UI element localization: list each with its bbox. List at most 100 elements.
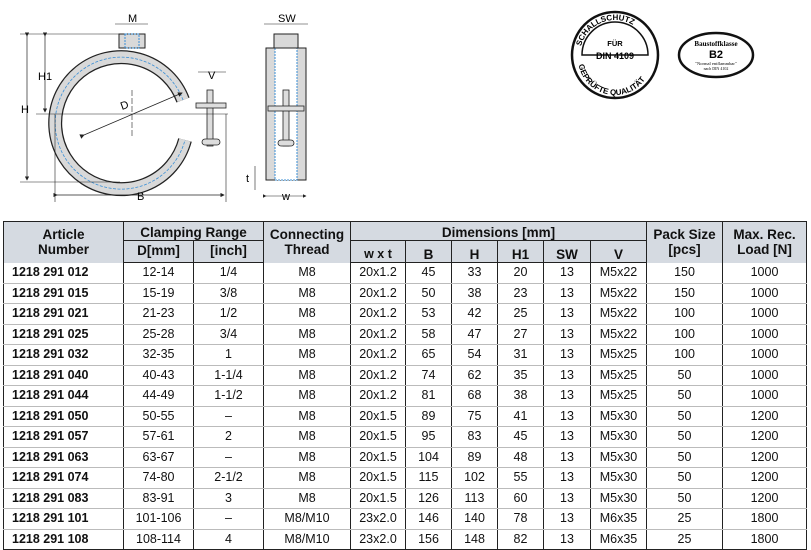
dim-label-sw: SW xyxy=(278,13,296,25)
article-number-cell: 1218 291 074 xyxy=(3,467,124,489)
pack-size-cell: 50 xyxy=(646,385,723,407)
max-load-cell: 1000 xyxy=(722,283,807,304)
dim-b-cell: 65 xyxy=(405,344,452,366)
dim-wxt-cell: 20x1.2 xyxy=(350,324,406,345)
dim-h1-cell: 31 xyxy=(497,344,544,366)
clamp-side-view: SW w t xyxy=(246,13,308,203)
clamping-d-mm-cell: 74-80 xyxy=(123,467,194,489)
seal-center-text: FÜR xyxy=(607,39,623,48)
max-load-cell: 1200 xyxy=(722,467,807,489)
clamping-d-mm-cell: 40-43 xyxy=(123,365,194,386)
dim-h1-cell: 82 xyxy=(497,529,544,550)
article-number-cell: 1218 291 025 xyxy=(3,324,124,345)
dim-h-cell: 102 xyxy=(451,467,498,489)
dim-h1-cell: 78 xyxy=(497,508,544,530)
max-load-cell: 1800 xyxy=(722,529,807,550)
header-d-mm: D[mm] xyxy=(123,240,194,263)
dim-v-cell: M5x30 xyxy=(590,406,647,427)
header-h: H xyxy=(451,240,498,263)
article-number-cell: 1218 291 032 xyxy=(3,344,124,366)
dim-wxt-cell: 20x1.2 xyxy=(350,283,406,304)
article-number-cell: 1218 291 015 xyxy=(3,283,124,304)
header-dimensions: Dimensions [mm] xyxy=(350,221,647,241)
dim-v-cell: M5x30 xyxy=(590,488,647,509)
dim-b-cell: 89 xyxy=(405,406,452,427)
dim-h-cell: 83 xyxy=(451,426,498,448)
certification-seals: SCHALLSCHUTZ GEPRÜFTE QUALITÄT FÜR DIN 4… xyxy=(570,10,755,100)
connecting-thread-cell: M8/M10 xyxy=(263,508,351,530)
article-number-cell: 1218 291 012 xyxy=(3,262,124,284)
pack-size-cell: 100 xyxy=(646,344,723,366)
clamping-inch-cell: 1/2 xyxy=(193,303,264,325)
dim-h1-cell: 60 xyxy=(497,488,544,509)
dim-v-cell: M5x22 xyxy=(590,324,647,345)
dim-h-cell: 89 xyxy=(451,447,498,468)
clamping-inch-cell: 1/4 xyxy=(193,262,264,284)
clamping-d-mm-cell: 44-49 xyxy=(123,385,194,407)
clamping-d-mm-cell: 15-19 xyxy=(123,283,194,304)
max-load-cell: 1000 xyxy=(722,344,807,366)
dim-b-cell: 156 xyxy=(405,529,452,550)
dim-wxt-cell: 20x1.2 xyxy=(350,303,406,325)
clamping-inch-cell: 3/8 xyxy=(193,283,264,304)
connecting-thread-cell: M8 xyxy=(263,488,351,509)
clamping-inch-cell: 2-1/2 xyxy=(193,467,264,489)
dim-h-cell: 62 xyxy=(451,365,498,386)
clamping-d-mm-cell: 108-114 xyxy=(123,529,194,550)
dim-sw-cell: 13 xyxy=(543,283,591,304)
clamping-inch-cell: 3 xyxy=(193,488,264,509)
article-number-cell: 1218 291 021 xyxy=(3,303,124,325)
pack-size-cell: 100 xyxy=(646,303,723,325)
sound-protection-seal: SCHALLSCHUTZ GEPRÜFTE QUALITÄT FÜR DIN 4… xyxy=(570,10,660,100)
header-clamping: Clamping Range xyxy=(123,221,264,241)
dim-b-cell: 53 xyxy=(405,303,452,325)
dim-label-h: H xyxy=(21,104,29,116)
clamping-d-mm-cell: 57-61 xyxy=(123,426,194,448)
dim-v-cell: M5x25 xyxy=(590,365,647,386)
pack-size-cell: 50 xyxy=(646,488,723,509)
max-load-cell: 1200 xyxy=(722,406,807,427)
connecting-thread-cell: M8 xyxy=(263,262,351,284)
max-load-cell: 1200 xyxy=(722,426,807,448)
fire-class-seal: Baustoffklasse B2 "Normal entflammbar" n… xyxy=(677,31,755,79)
clamping-d-mm-cell: 50-55 xyxy=(123,406,194,427)
clamping-d-mm-cell: 63-67 xyxy=(123,447,194,468)
max-load-cell: 1200 xyxy=(722,447,807,468)
dim-h1-cell: 23 xyxy=(497,283,544,304)
clamping-inch-cell: 3/4 xyxy=(193,324,264,345)
dim-wxt-cell: 20x1.2 xyxy=(350,344,406,366)
dim-label-h1: H1 xyxy=(38,71,52,83)
clamping-inch-cell: – xyxy=(193,406,264,427)
pack-size-cell: 50 xyxy=(646,467,723,489)
dim-sw-cell: 13 xyxy=(543,529,591,550)
dim-sw-cell: 13 xyxy=(543,324,591,345)
clamping-inch-cell: 1-1/2 xyxy=(193,385,264,407)
dim-wxt-cell: 20x1.5 xyxy=(350,406,406,427)
article-number-cell: 1218 291 063 xyxy=(3,447,124,468)
connecting-thread-cell: M8 xyxy=(263,385,351,407)
max-load-cell: 1000 xyxy=(722,365,807,386)
dim-b-cell: 104 xyxy=(405,447,452,468)
dim-label-b: B xyxy=(137,191,144,203)
dim-v-cell: M5x25 xyxy=(590,385,647,407)
dim-b-cell: 45 xyxy=(405,262,452,284)
clamping-inch-cell: – xyxy=(193,447,264,468)
dim-h-cell: 54 xyxy=(451,344,498,366)
dim-h-cell: 47 xyxy=(451,324,498,345)
header-pack-size: Pack Size[pcs] xyxy=(646,221,723,263)
dim-v-cell: M5x22 xyxy=(590,283,647,304)
max-load-cell: 1000 xyxy=(722,324,807,345)
pack-size-cell: 25 xyxy=(646,508,723,530)
connecting-thread-cell: M8 xyxy=(263,283,351,304)
dim-wxt-cell: 20x1.5 xyxy=(350,488,406,509)
fire-seal-title: Baustoffklasse xyxy=(694,40,737,48)
clamping-inch-cell: 4 xyxy=(193,529,264,550)
dim-h1-cell: 38 xyxy=(497,385,544,407)
